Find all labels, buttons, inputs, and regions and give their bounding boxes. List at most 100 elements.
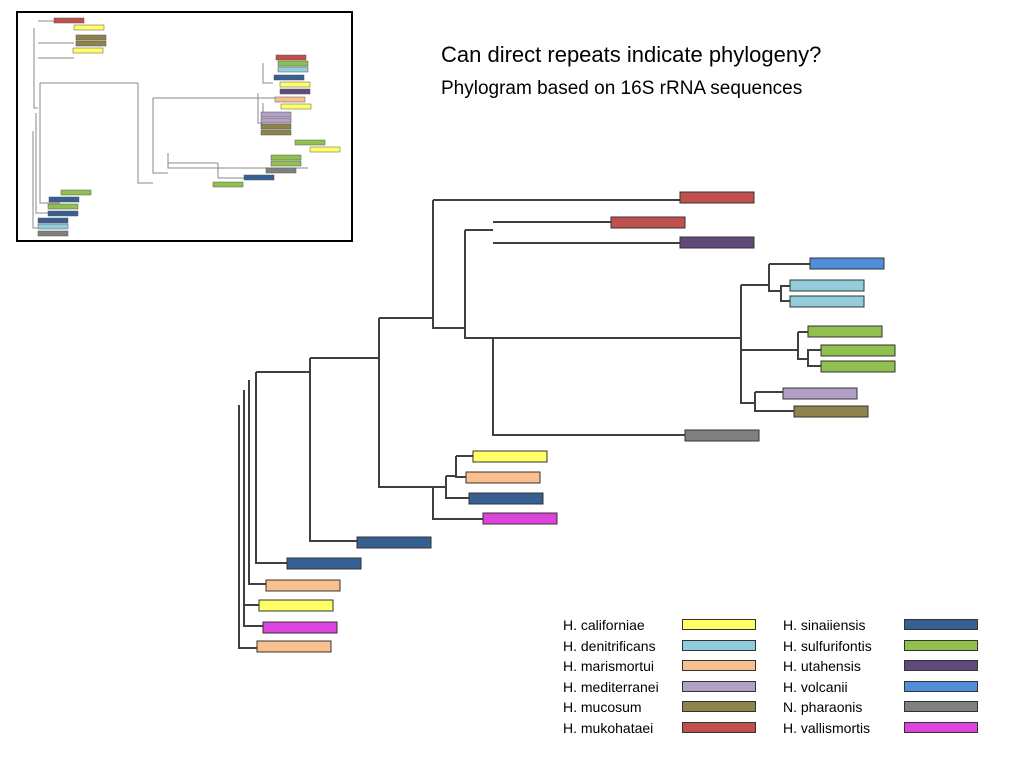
legend-label-h-californiae: H. californiae [563,617,645,633]
leaf-bar-h-sinaiiensis [468,492,544,505]
leaf-bar-h-californiae [258,599,334,612]
slide-title: Can direct repeats indicate phylogeny? [441,42,822,67]
leaf-bar-h-utahensis [679,236,755,249]
inset-leaf-h-denitrificans [37,223,69,230]
tree-branch [797,332,808,360]
legend-swatch-h-volcanii [904,680,978,692]
inset-leaf-h-sinaiiensis [48,196,80,203]
tree-branch [754,392,794,412]
tree-branch [243,390,263,627]
inset-tree-svg [32,17,341,237]
legend-label-h-volcanii: H. volcanii [783,678,848,695]
leaf-bar-h-sinaiiensis [356,536,432,549]
inset-leaf-h-mukohataei [275,54,307,61]
leaf-bar-h-denitrificans [789,279,865,292]
legend-swatch-h-denitrificans [682,639,756,651]
inset-leaf-h-mucosum [75,40,107,47]
inset-leaf-h-sulfurifontis [47,203,79,210]
leaf-bar-h-californiae [472,450,548,463]
leaf-bar-h-mediterranei [782,387,858,400]
legend-label-n-pharaonis: N. pharaonis [783,699,863,715]
inset-leaf-h-mediterranei [260,111,292,118]
legend-label-h-mucosum: H. mucosum [563,699,642,715]
inset-leaf-n-pharaonis [37,230,69,237]
inset-leaf-h-californiae [280,103,312,110]
legend-swatch-h-californiae [682,619,756,630]
tree-branch [464,230,493,339]
inset-leaf-h-mukohataei [53,17,85,24]
leaf-bar-h-mukohataei [679,191,755,204]
inset-branch [262,63,273,84]
inset-leaf-h-sulfurifontis [270,154,302,161]
inset-branch [32,131,38,229]
leaf-bar-h-marismortui [256,640,332,653]
inset-leaf-h-mucosum [260,129,292,136]
inset-leaf-h-sinaiiensis [243,174,275,181]
tree-branch [309,358,357,542]
tree-branch [255,372,287,564]
tree-branch [780,291,790,302]
legend-label-h-utahensis: H. utahensis [783,658,861,674]
inset-leaf-h-denitrificans [277,66,309,73]
inset-leaf-h-sulfurifontis [294,139,326,146]
leaf-bar-h-sulfurifontis [807,325,883,338]
inset-leaf-h-sulfurifontis [212,181,244,188]
tree-branch [445,476,469,499]
inset-leaf-h-sinaiiensis [37,217,69,224]
legend-label-h-denitrificans: H. denitrificans [563,637,656,654]
tree-branch [768,264,781,292]
inset-leaf-h-utahensis [279,88,311,95]
legend-label-h-mediterranei: H. mediterranei [563,678,659,695]
leaf-bar-h-volcanii [809,257,885,270]
tree-branch [492,338,685,436]
inset-leaf-h-californiae [72,47,104,54]
inset-leaf-h-marismortui [274,96,306,103]
tree-branch [238,405,257,649]
inset-branch [152,98,168,174]
inset-branch [33,28,38,109]
leaf-bar-h-mukohataei [610,216,686,229]
inset-branch [35,113,48,214]
inset-phylogram [16,11,353,242]
inset-leaf-h-sulfurifontis [60,189,92,196]
slide-subtitle: Phylogram based on 16S rRNA sequences [441,78,803,99]
inset-leaf-n-pharaonis [265,167,297,174]
inset-leaf-h-sinaiiensis [47,210,79,217]
inset-leaf-h-sulfurifontis [277,60,309,67]
legend-swatch-h-sulfurifontis [904,639,978,651]
leaf-bar-h-vallismortis [262,621,338,634]
tree-branch [432,200,465,329]
inset-leaf-h-mediterranei [260,117,292,124]
tree-branch [248,380,266,585]
leaf-bar-h-marismortui [265,579,341,592]
inset-leaf-h-sulfurifontis [270,160,302,167]
leaf-bar-h-sulfurifontis [820,360,896,373]
inset-leaf-h-sinaiiensis [273,74,305,81]
tree-branch [807,349,821,359]
leaf-bar-h-denitrificans [789,295,865,308]
tree-branch [780,285,790,291]
legend-label-h-mukohataei: H. mukohataei [563,719,654,736]
legend-swatch-h-utahensis [904,660,978,671]
inset-branch [167,153,308,169]
tree-branch [807,359,821,367]
legend-swatch-h-mukohataei [682,721,756,733]
legend-swatch-h-sinaiiensis [904,619,978,630]
leaf-bar-h-sulfurifontis [820,344,896,357]
legend-label-h-marismortui: H. marismortui [563,658,655,674]
legend-swatch-h-mediterranei [682,680,756,692]
legend-label-h-sulfurifontis: H. sulfurifontis [783,637,872,654]
inset-leaf-h-mucosum [260,123,292,130]
tree-branch [432,487,483,520]
legend-swatch-h-vallismortis [904,721,978,733]
tree-branch [455,456,466,478]
leaf-bar-h-sinaiiensis [286,557,362,570]
legend-label-h-vallismortis: H. vallismortis [783,719,871,736]
inset-leaf-h-californiae [73,24,105,31]
tree-branch [740,285,755,404]
tree-leaves [256,191,896,653]
legend-label-h-sinaiiensis: H. sinaiiensis [783,617,866,633]
leaf-bar-h-vallismortis [482,512,558,525]
legend-swatch-h-mucosum [682,701,756,712]
